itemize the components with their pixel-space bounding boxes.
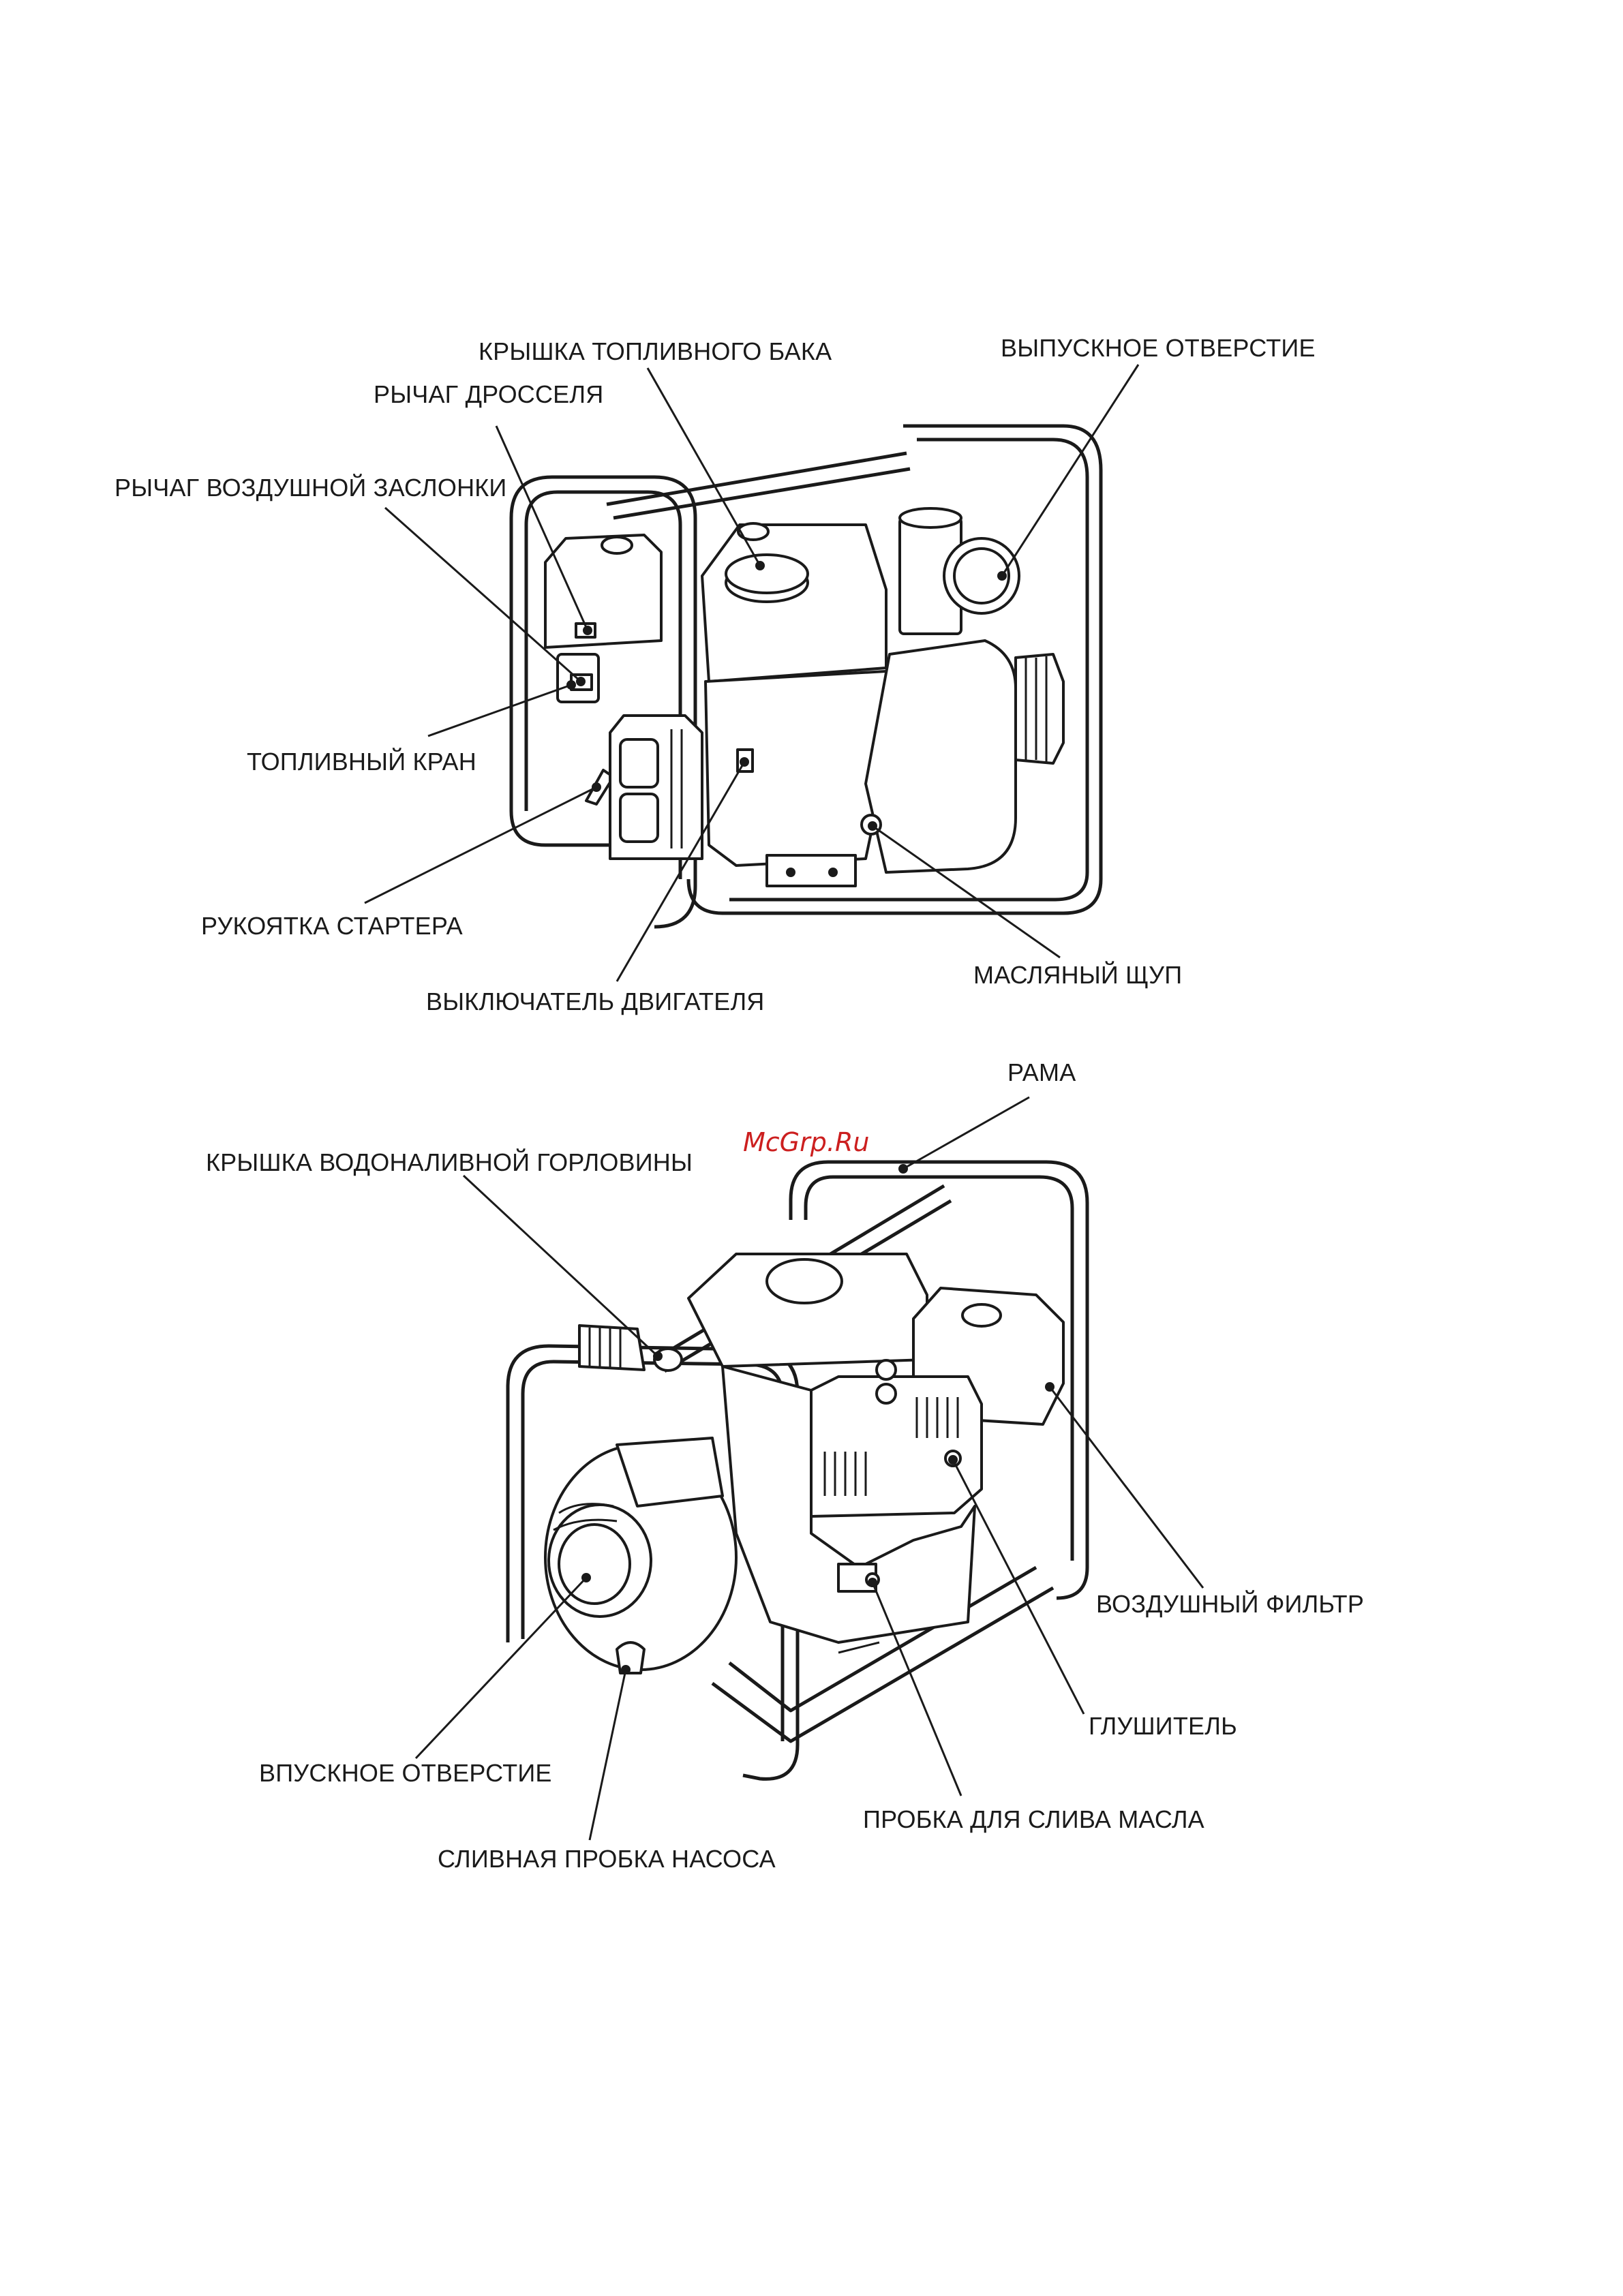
- label-inlet: ВПУСКНОЕ ОТВЕРСТИЕ: [259, 1761, 552, 1786]
- label-choke-lever: РЫЧАГ ВОЗДУШНОЙ ЗАСЛОНКИ: [115, 476, 507, 500]
- label-outlet: ВЫПУСКНОЕ ОТВЕРСТИЕ: [1001, 336, 1316, 361]
- label-air-filter: ВОЗДУШНЫЙ ФИЛЬТР: [1096, 1592, 1364, 1617]
- label-oil-dipstick: МАСЛЯНЫЙ ЩУП: [973, 963, 1182, 988]
- label-muffler: ГЛУШИТЕЛЬ: [1089, 1714, 1237, 1739]
- label-oil-drain-plug: ПРОБКА ДЛЯ СЛИВА МАСЛА: [863, 1807, 1204, 1832]
- label-pump-drain-plug: СЛИВНАЯ ПРОБКА НАСОСА: [438, 1847, 776, 1871]
- label-fuel-tank-cap: КРЫШКА ТОПЛИВНОГО БАКА: [479, 339, 832, 364]
- bottom-view-pump-illustration: [508, 1162, 1087, 1779]
- watermark: McGrp.Ru: [743, 1129, 869, 1155]
- label-throttle-lever: РЫЧАГ ДРОССЕЛЯ: [374, 382, 603, 407]
- label-engine-switch: ВЫКЛЮЧАТЕЛЬ ДВИГАТЕЛЯ: [426, 990, 764, 1014]
- label-priming-cap: КРЫШКА ВОДОНАЛИВНОЙ ГОРЛОВИНЫ: [206, 1150, 693, 1175]
- top-view-pump-illustration: [511, 426, 1101, 927]
- label-frame: РАМА: [1007, 1060, 1076, 1085]
- label-starter-grip: РУКОЯТКА СТАРТЕРА: [201, 914, 463, 938]
- label-fuel-valve: ТОПЛИВНЫЙ КРАН: [247, 750, 476, 774]
